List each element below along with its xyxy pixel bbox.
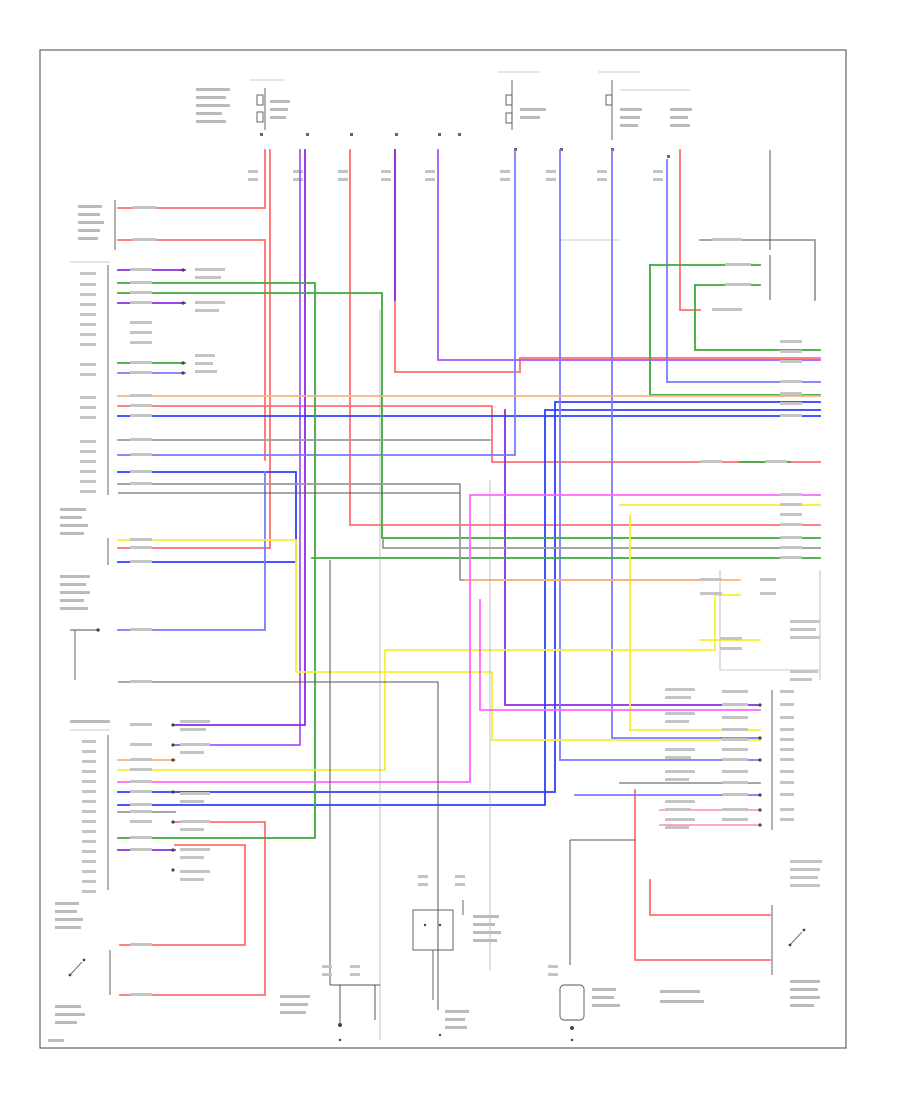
wire-gray-5	[699, 239, 816, 301]
junction-dots	[171, 268, 762, 872]
left-sensor-block	[60, 508, 109, 680]
ground-bottom-left	[280, 965, 380, 1042]
wire-color-labels	[130, 206, 225, 996]
fuse-block-top-center	[498, 71, 546, 130]
wire-red-3	[117, 149, 271, 549]
wire-lightblue-3	[611, 149, 761, 739]
wire-red-5	[394, 149, 821, 373]
wire-lightblue-1	[117, 149, 516, 456]
right-door-switch	[771, 905, 820, 1007]
wire-purple-8	[504, 409, 761, 706]
wire-violet-2	[174, 149, 306, 726]
wire-yellow-1	[117, 539, 761, 741]
left-relay-top	[78, 200, 116, 250]
wire-red-6	[117, 405, 821, 463]
wire-violet-1	[174, 149, 301, 746]
wire-green-6	[649, 264, 821, 396]
relay-bottom-center	[412, 875, 501, 1037]
fuse-block-top-left	[196, 79, 290, 130]
wire-lightblue-2	[559, 149, 761, 761]
wire-magenta-1	[117, 494, 821, 783]
wire-black-1	[118, 681, 439, 1010]
ecu-left-connector	[70, 261, 110, 495]
wire-lightblue-5	[117, 471, 266, 631]
wire-blue-2	[117, 471, 297, 563]
sensor-bottom-right	[548, 965, 620, 1042]
fuse-block-top-right	[598, 71, 692, 140]
wire-green-7	[694, 284, 821, 351]
wire-lightblue-4	[666, 159, 821, 383]
wire-labels-top	[248, 170, 663, 181]
wire-magenta-2	[479, 599, 761, 711]
right-wire-labels	[700, 238, 820, 681]
wire-blue-4	[117, 409, 821, 806]
diagram-frame	[39, 49, 847, 1049]
wire-green-1	[117, 282, 316, 839]
wire-yellow-5	[629, 514, 761, 731]
wire-red-2	[117, 239, 266, 461]
wire-red-10	[649, 879, 771, 916]
wire-gray-4	[382, 539, 821, 549]
left-door-switch	[55, 902, 111, 1024]
legend	[660, 990, 704, 1003]
wire-red-11	[634, 789, 771, 961]
left-lower-connector	[70, 720, 110, 893]
wire-violet-4	[437, 149, 821, 361]
right-lower-connector	[665, 688, 822, 887]
top-connector-pins	[260, 133, 670, 158]
wire-red-4	[349, 149, 821, 526]
wire-blue-3	[117, 401, 821, 793]
wire-red-9	[679, 149, 701, 311]
wire-red-7	[119, 821, 266, 996]
wire-thin-4	[719, 570, 820, 671]
wire-red-1	[117, 149, 266, 209]
wire-green-2	[117, 292, 821, 539]
wire-red-8	[119, 844, 246, 946]
footer-label	[48, 1039, 64, 1042]
